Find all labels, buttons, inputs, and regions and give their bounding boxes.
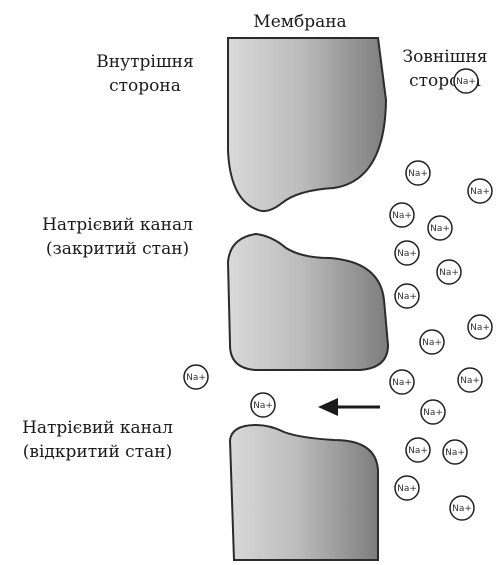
sodium-ion: Na+: [420, 330, 444, 354]
sodium-ion: Na+: [468, 315, 492, 339]
sodium-ion: Na+: [458, 368, 482, 392]
svg-text:Na+: Na+: [186, 373, 206, 383]
sodium-ion: Na+: [390, 370, 414, 394]
svg-text:Na+: Na+: [452, 504, 472, 514]
svg-text:Na+: Na+: [470, 323, 490, 333]
svg-text:Na+: Na+: [430, 224, 450, 234]
svg-text:Na+: Na+: [460, 376, 480, 386]
sodium-ion: Na+: [184, 365, 208, 389]
svg-text:Na+: Na+: [470, 187, 490, 197]
membrane-segment-top: [228, 38, 386, 211]
svg-text:Na+: Na+: [253, 401, 273, 411]
sodium-ion: Na+: [468, 179, 492, 203]
sodium-ion: Na+: [395, 284, 419, 308]
svg-text:Na+: Na+: [408, 169, 428, 179]
svg-text:Na+: Na+: [445, 448, 465, 458]
membrane-segment-middle: [228, 234, 388, 370]
sodium-ion: Na+: [406, 161, 430, 185]
svg-text:Na+: Na+: [397, 484, 417, 494]
sodium-ion: Na+: [437, 260, 461, 284]
sodium-ion-in-channel: Na+: [251, 393, 275, 417]
sodium-ion: Na+: [406, 438, 430, 462]
svg-text:Na+: Na+: [423, 408, 443, 418]
svg-text:Na+: Na+: [439, 268, 459, 278]
sodium-ion: Na+: [450, 496, 474, 520]
svg-text:Na+: Na+: [422, 338, 442, 348]
svg-text:Na+: Na+: [408, 446, 428, 456]
sodium-ion: Na+: [421, 400, 445, 424]
sodium-ion: Na+: [428, 216, 452, 240]
svg-text:Na+: Na+: [397, 249, 417, 259]
sodium-ion: Na+: [395, 241, 419, 265]
svg-text:Na+: Na+: [392, 378, 412, 388]
sodium-ion: Na+: [390, 203, 414, 227]
sodium-ion: Na+: [443, 440, 467, 464]
membrane-segment-bottom: [230, 425, 378, 560]
svg-text:Na+: Na+: [456, 77, 476, 87]
svg-text:Na+: Na+: [392, 211, 412, 221]
sodium-ion: Na+: [454, 69, 478, 93]
svg-text:Na+: Na+: [397, 292, 417, 302]
sodium-ion: Na+: [395, 476, 419, 500]
ion-flow-arrow: [318, 398, 380, 416]
